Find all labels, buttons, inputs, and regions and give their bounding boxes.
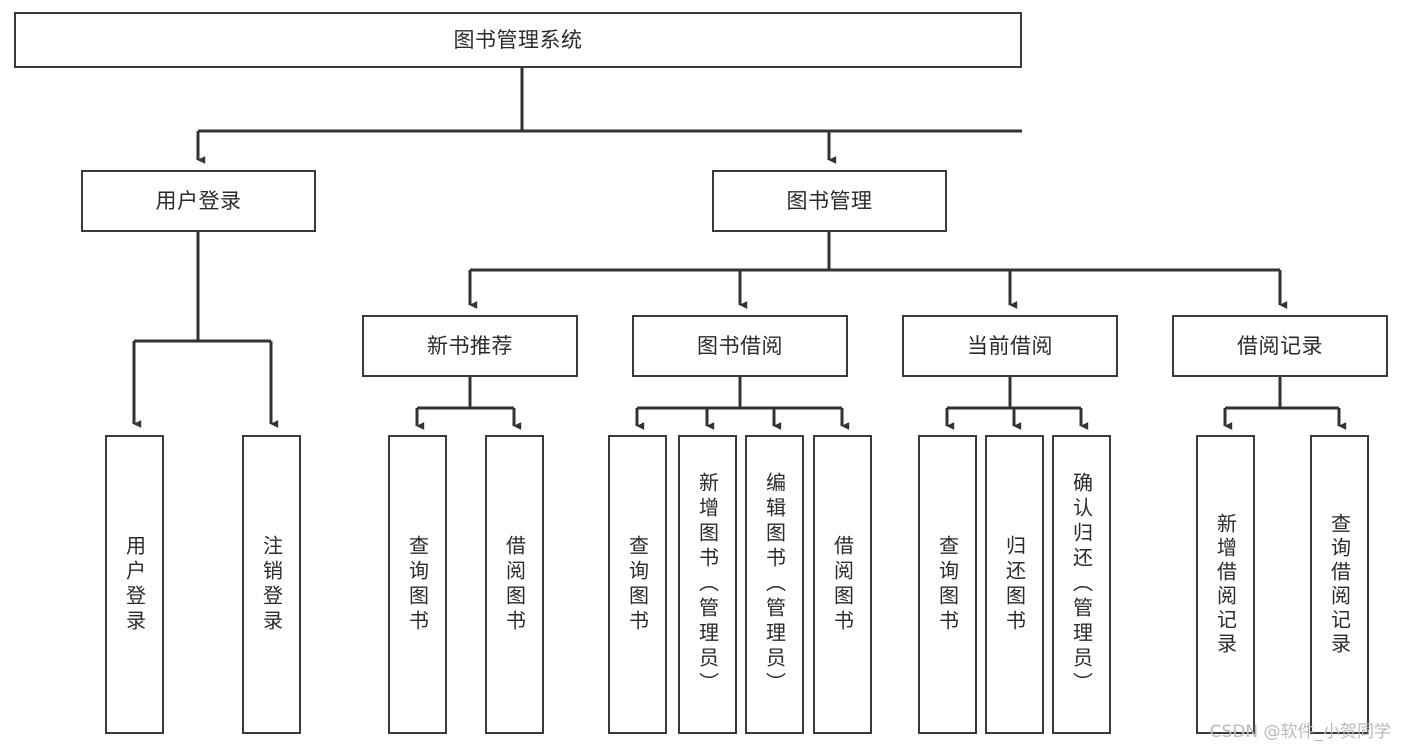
node-leaf-return-book[interactable]: 归还图书: [985, 435, 1044, 734]
node-book-management-system[interactable]: 图书管理系统: [14, 12, 1022, 68]
node-leaf-logout[interactable]: 注销登录: [242, 435, 301, 734]
node-leaf-add-borrow-record[interactable]: 新增借阅记录: [1196, 435, 1255, 734]
node-leaf-borrow-book[interactable]: 借阅图书: [813, 435, 872, 734]
node-borrow-record[interactable]: 借阅记录: [1172, 315, 1388, 377]
node-label: 编辑图书（管理员）: [762, 472, 787, 697]
node-label: 查询借阅记录: [1327, 512, 1352, 657]
node-book-management[interactable]: 图书管理: [712, 170, 947, 232]
node-label: 查询图书: [625, 534, 650, 635]
node-user-login[interactable]: 用户登录: [81, 170, 316, 232]
node-label: 图书借阅: [697, 333, 783, 358]
node-label: 查询图书: [935, 534, 960, 635]
node-label: 借阅图书: [502, 534, 527, 635]
node-leaf-confirm-return-admin[interactable]: 确认归还（管理员）: [1052, 435, 1111, 734]
node-label: 新增图书（管理员）: [695, 472, 720, 697]
node-leaf-query-book-recommend[interactable]: 查询图书: [388, 435, 447, 734]
node-leaf-user-login[interactable]: 用户登录: [105, 435, 164, 734]
node-label: 图书管理: [786, 188, 873, 213]
csdn-watermark: CSDN @软件_小贺同学: [1209, 722, 1391, 742]
node-leaf-query-book-borrow[interactable]: 查询图书: [608, 435, 667, 734]
node-label: 用户登录: [155, 188, 242, 213]
node-label: 新书推荐: [427, 333, 513, 358]
node-label: 图书管理系统: [453, 27, 583, 52]
node-book-borrow[interactable]: 图书借阅: [632, 315, 848, 377]
node-leaf-borrow-book-recommend[interactable]: 借阅图书: [485, 435, 544, 734]
node-leaf-edit-book-admin[interactable]: 编辑图书（管理员）: [745, 435, 804, 734]
node-leaf-query-book-current[interactable]: 查询图书: [918, 435, 977, 734]
node-label: 归还图书: [1002, 534, 1027, 635]
node-leaf-query-borrow-record[interactable]: 查询借阅记录: [1310, 435, 1369, 734]
node-label: 借阅记录: [1237, 333, 1323, 358]
node-current-borrow[interactable]: 当前借阅: [902, 315, 1118, 377]
node-label: 确认归还（管理员）: [1069, 472, 1094, 697]
node-label: 用户登录: [122, 534, 147, 635]
node-label: 查询图书: [405, 534, 430, 635]
node-label: 注销登录: [259, 534, 284, 635]
node-label: 新增借阅记录: [1213, 512, 1238, 657]
node-label: 借阅图书: [830, 534, 855, 635]
node-label: 当前借阅: [967, 333, 1053, 358]
node-new-book-recommend[interactable]: 新书推荐: [362, 315, 578, 377]
node-leaf-add-book-admin[interactable]: 新增图书（管理员）: [678, 435, 737, 734]
